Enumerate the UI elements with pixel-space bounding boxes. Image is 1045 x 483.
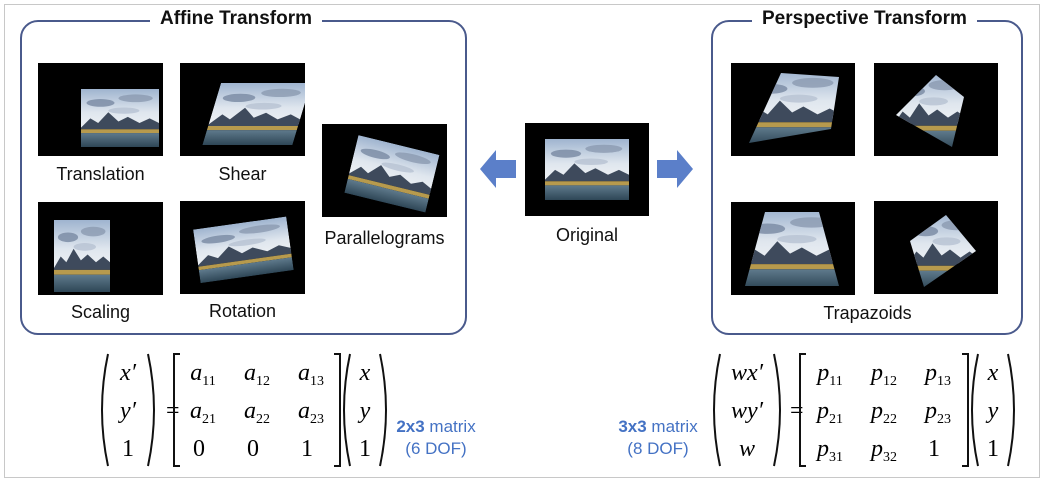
parallelograms-image [322, 124, 447, 217]
perspective-note-bold: 3x3 [618, 417, 647, 436]
svg-text:=: = [166, 398, 180, 424]
original-image [525, 123, 649, 216]
left-arrow-icon [480, 150, 516, 188]
svg-text:p11: p11 [815, 360, 842, 389]
scaling-label: Scaling [70, 302, 131, 322]
svg-text:a23: a23 [298, 398, 324, 427]
affine-note-text: matrix [424, 417, 476, 436]
perspective-lhs-2: w [739, 436, 755, 462]
affine-rhs-1: y [358, 398, 371, 424]
svg-text:p13: p13 [923, 360, 951, 389]
affine-equation: x′ y′ 1 = a11 a12 a13 a21 a22 a23 0 0 1 … [96, 350, 396, 470]
perspective-image-3 [731, 202, 855, 295]
svg-text:a22: a22 [244, 398, 270, 427]
affine-note-bold: 2x3 [396, 417, 425, 436]
shear-image [180, 63, 305, 156]
svg-text:a13: a13 [298, 360, 324, 389]
perspective-matrix-note: 3x3 matrix (8 DOF) [612, 416, 704, 460]
translation-label: Translation [56, 164, 145, 184]
affine-cell-2-2: 1 [301, 436, 313, 462]
original-label: Original [555, 225, 619, 245]
right-arrow-icon [657, 150, 693, 188]
svg-text:a12: a12 [244, 360, 270, 389]
perspective-image-1 [731, 63, 855, 156]
affine-lhs-2: 1 [122, 436, 134, 462]
affine-rhs-0: x [359, 360, 371, 386]
svg-text:p32: p32 [869, 436, 897, 465]
perspective-image-2 [874, 63, 998, 156]
translation-image [38, 63, 163, 156]
trapazoids-label: Trapazoids [823, 303, 912, 323]
svg-text:=: = [790, 398, 804, 424]
svg-text:p21: p21 [815, 398, 843, 427]
affine-cell-2-1: 0 [247, 436, 259, 462]
parallelograms-label: Parallelograms [324, 228, 445, 248]
svg-text:a21: a21 [190, 398, 216, 427]
scaling-image [38, 202, 163, 295]
affine-rhs-2: 1 [359, 436, 371, 462]
svg-text:a11: a11 [190, 360, 215, 389]
shear-label: Shear [218, 164, 267, 184]
perspective-note-text: matrix [646, 417, 698, 436]
affine-lhs-1: y′ [118, 398, 137, 424]
perspective-lhs-1: wy′ [731, 398, 764, 424]
perspective-note-dof: (8 DOF) [627, 439, 689, 458]
perspective-rhs-0: x [987, 360, 999, 386]
svg-text:p31: p31 [815, 436, 843, 465]
affine-note-dof: (6 DOF) [405, 439, 467, 458]
perspective-image-4 [874, 201, 998, 294]
affine-lhs-0: x′ [119, 360, 137, 386]
perspective-equation: wx′ wy′ w = p11 p12 p13 p21 p22 p23 p31 … [708, 350, 1028, 470]
affine-matrix-note: 2x3 matrix (6 DOF) [392, 416, 480, 460]
perspective-title: Perspective Transform [752, 8, 977, 30]
perspective-rhs-2: 1 [987, 436, 999, 462]
perspective-cell-2-2: 1 [928, 436, 940, 462]
svg-text:p12: p12 [869, 360, 897, 389]
perspective-rhs-1: y [986, 398, 999, 424]
figure-frame [4, 4, 1040, 478]
perspective-lhs-0: wx′ [731, 360, 764, 386]
affine-title: Affine Transform [150, 8, 323, 30]
rotation-label: Rotation [208, 301, 277, 321]
svg-text:p23: p23 [923, 398, 951, 427]
rotation-image [180, 201, 305, 294]
affine-cell-2-0: 0 [193, 436, 205, 462]
svg-text:p22: p22 [869, 398, 897, 427]
